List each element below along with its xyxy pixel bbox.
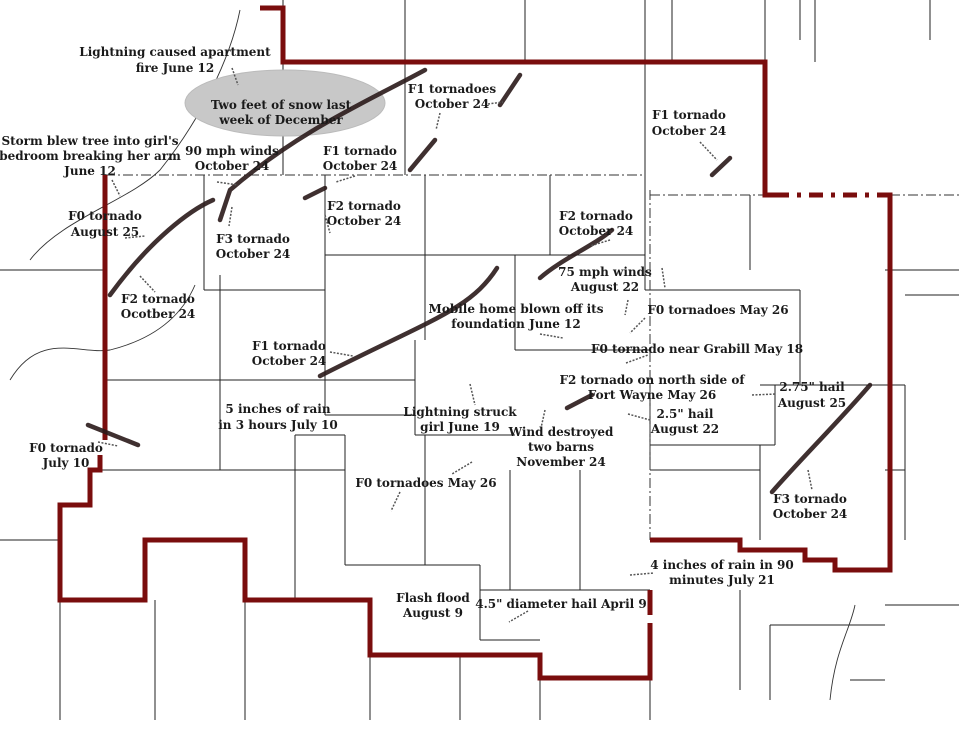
label-f0-grabill: F0 tornado near Grabill May 18 [591, 342, 803, 356]
state-line [105, 174, 959, 540]
river-lines [9, 9, 856, 701]
label-f0-may26-s: F0 tornadoes May 26 [355, 476, 496, 490]
label-hail-45: 4.5" diameter hail April 9 [475, 597, 647, 611]
label-f0-may26-ne: F0 tornadoes May 26 [647, 303, 788, 317]
event-arrows [97, 67, 813, 623]
tornado-tracks [85, 67, 873, 495]
